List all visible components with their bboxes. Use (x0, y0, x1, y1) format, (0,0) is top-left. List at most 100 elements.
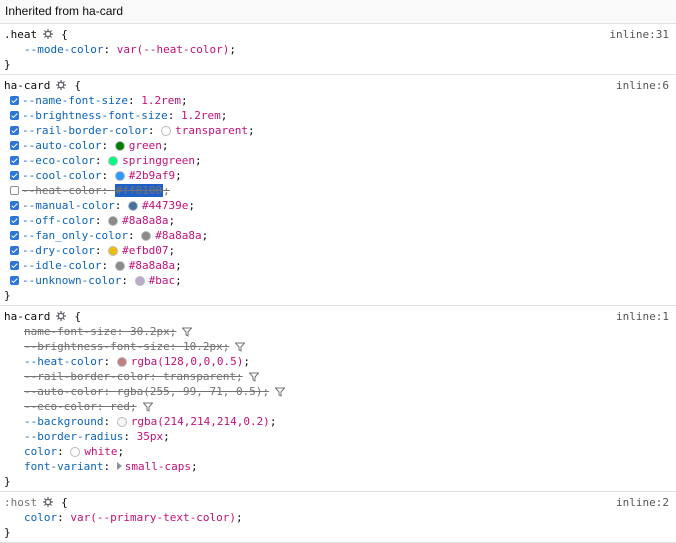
property-value[interactable]: 1.2rem (180, 109, 221, 122)
section-header: Inherited from ha-card (0, 0, 676, 24)
enable-checkbox[interactable] (10, 261, 19, 270)
color-swatch[interactable] (134, 276, 145, 286)
property-value[interactable]: #8a8a8a (155, 229, 202, 242)
property-name[interactable]: --idle-color (22, 259, 102, 272)
property-value[interactable]: #efbd07 (122, 244, 169, 257)
color-swatch[interactable] (70, 447, 81, 457)
enable-checkbox[interactable] (10, 156, 19, 165)
property-name[interactable]: color (24, 445, 58, 458)
rule-source-link[interactable]: inline:2 (616, 496, 669, 509)
property-name[interactable]: --background (24, 415, 104, 428)
rule-selector[interactable]: :host (4, 496, 38, 509)
filter-icon[interactable] (274, 386, 286, 401)
property-value[interactable]: 30.2px (129, 325, 170, 338)
property-name[interactable]: --cool-color (22, 169, 102, 182)
property-value[interactable]: #2b9af9 (128, 169, 176, 182)
property-value[interactable]: transparent (163, 370, 236, 383)
property-name[interactable]: --auto-color (24, 385, 104, 398)
color-swatch[interactable] (161, 126, 172, 136)
property-value[interactable]: #8a8a8a (128, 259, 176, 272)
rule-selector[interactable]: ha-card (4, 310, 51, 323)
property-name[interactable]: --manual-color (22, 199, 115, 212)
property-name[interactable]: --brightness-font-size (22, 109, 168, 122)
enable-checkbox[interactable] (10, 246, 19, 255)
property-value[interactable]: springgreen (122, 154, 195, 167)
enable-checkbox[interactable] (10, 141, 19, 150)
color-swatch[interactable] (114, 141, 125, 151)
enable-checkbox[interactable] (10, 126, 19, 135)
color-swatch[interactable] (141, 231, 152, 241)
property-name[interactable]: --heat-color (24, 355, 104, 368)
enable-checkbox[interactable] (10, 171, 19, 180)
enable-checkbox[interactable] (10, 201, 19, 210)
enable-checkbox[interactable] (10, 111, 19, 120)
property-value[interactable]: transparent (175, 124, 248, 137)
property-value[interactable]: 1.2rem (141, 94, 181, 107)
filter-icon[interactable] (181, 326, 193, 341)
property-name[interactable]: --heat-color (22, 184, 102, 197)
property-name[interactable]: --border-radius (24, 430, 124, 443)
property-value[interactable]: #ff8100 (114, 184, 164, 197)
property-value[interactable]: #8a8a8a (122, 214, 169, 227)
enable-checkbox[interactable] (10, 216, 19, 225)
property-name[interactable]: --auto-color (22, 139, 102, 152)
property-value[interactable]: rgba(128,0,0,0.5) (130, 355, 244, 368)
color-swatch[interactable] (108, 216, 119, 226)
property-value[interactable]: var(--heat-color) (116, 43, 230, 56)
property-value[interactable]: rgba(214,214,214,0.2) (130, 415, 270, 428)
element-highlighter-icon[interactable] (43, 496, 54, 511)
enable-checkbox[interactable] (10, 186, 19, 195)
property-value[interactable]: var(--primary-text-color) (70, 511, 236, 524)
rule-selector[interactable]: ha-card (4, 79, 51, 92)
enable-checkbox[interactable] (10, 96, 19, 105)
property-value[interactable]: green (128, 139, 162, 152)
semicolon: ; (247, 124, 255, 137)
open-brace: { (61, 496, 68, 509)
property-name[interactable]: --off-color (22, 214, 95, 227)
property-value[interactable]: red (110, 400, 130, 413)
property-name[interactable]: name-font-size (24, 325, 117, 338)
property-name[interactable]: --dry-color (22, 244, 95, 257)
element-highlighter-icon[interactable] (56, 310, 67, 325)
property-value[interactable]: white (84, 445, 118, 458)
property-name[interactable]: --brightness-font-size (24, 340, 170, 353)
colon: : (127, 229, 142, 242)
property-name[interactable]: font-variant (24, 460, 104, 473)
property-value[interactable]: 35px (136, 430, 164, 443)
rule-source-link[interactable]: inline:1 (616, 310, 669, 323)
color-swatch[interactable] (114, 171, 125, 181)
property-name[interactable]: color (24, 511, 58, 524)
property-name[interactable]: --mode-color (24, 43, 104, 56)
property-name[interactable]: --eco-color (22, 154, 95, 167)
element-highlighter-icon[interactable] (56, 79, 67, 94)
enable-checkbox[interactable] (10, 276, 19, 285)
semicolon: ; (169, 325, 177, 338)
property-value[interactable]: 10.2px (182, 340, 223, 353)
property-name[interactable]: --name-font-size (22, 94, 128, 107)
property-name[interactable]: --rail-border-color (24, 370, 150, 383)
enable-checkbox[interactable] (10, 231, 19, 240)
rule-selector[interactable]: .heat (4, 28, 38, 41)
property-value[interactable]: small-caps (124, 460, 191, 473)
element-highlighter-icon[interactable] (43, 28, 54, 43)
property-value[interactable]: #bac (148, 274, 176, 287)
filter-icon[interactable] (142, 401, 154, 416)
semicolon: ; (175, 274, 182, 287)
property-name[interactable]: --unknown-color (22, 274, 122, 287)
color-swatch[interactable] (116, 417, 127, 427)
rule-source-link[interactable]: inline:6 (616, 79, 669, 92)
color-swatch[interactable] (127, 201, 138, 211)
property-value[interactable]: #44739e (141, 199, 189, 212)
property-name[interactable]: --rail-border-color (22, 124, 148, 137)
color-swatch[interactable] (108, 156, 119, 166)
rule-source-link[interactable]: inline:31 (609, 28, 669, 41)
filter-icon[interactable] (234, 341, 246, 356)
property-name[interactable]: --fan_only-color (22, 229, 128, 242)
property-name[interactable]: --eco-color (24, 400, 97, 413)
color-swatch[interactable] (116, 357, 127, 367)
color-swatch[interactable] (108, 246, 119, 256)
property-value[interactable]: rgba(255, 99, 71, 0.5) (116, 385, 263, 398)
filter-icon[interactable] (247, 371, 260, 386)
color-swatch[interactable] (114, 261, 125, 271)
expand-triangle-icon[interactable] (116, 462, 122, 470)
